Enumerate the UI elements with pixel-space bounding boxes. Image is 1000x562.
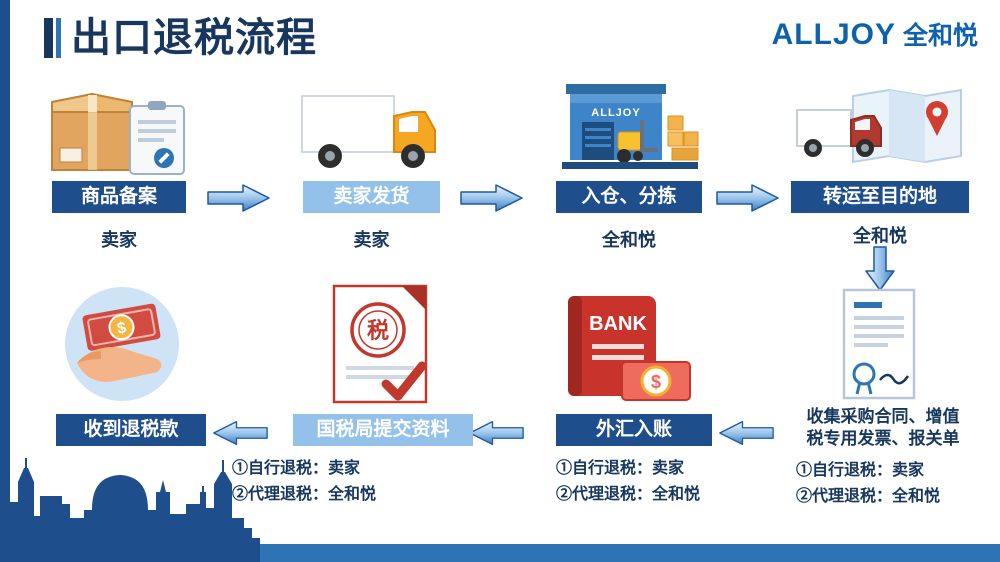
step-actor-transport: 全和悦 [853,226,907,246]
package-clipboard-icon [51,92,185,175]
purchase-documents-icon [842,288,916,400]
note-self-refund: ①自行退税：卖家 [232,460,361,477]
logo-text-cn: 全和悦 [902,22,978,50]
step-label-refund: 收到退税款 [56,414,206,446]
collect-docs-line1: 收集采购合同、增值 [806,407,960,426]
flow-arrow-right-icon [716,184,779,212]
step-actor-warehouse: 全和悦 [602,230,656,250]
bank-passbook-icon: BANK $ [568,296,691,401]
alljoy-logo: ALLJOY 全和悦 [772,16,978,52]
dollar-symbol: $ [116,320,128,338]
flow-arrow-right-icon [460,184,523,212]
dollar-symbol: $ [651,372,661,392]
bank-text: BANK [589,313,647,335]
note-agent-refund: ②代理退税：全和悦 [796,488,941,505]
step-label-tax-bureau: 国税局提交资料 [293,414,473,446]
title-accent-bars-icon [44,18,61,58]
flow-arrow-right-icon [207,184,270,212]
step-notes-tax-bureau: ①自行退税：卖家 ②代理退税：全和悦 [232,456,376,508]
delivery-truck-icon [301,95,436,168]
logo-text-en: ALLJOY [771,18,896,51]
flow-arrow-left-icon [719,420,774,446]
city-skyline-icon [0,458,260,562]
note-agent-refund: ②代理退税：全和悦 [232,486,377,503]
flow-arrow-down-icon [865,246,895,291]
note-self-refund: ①自行退税：卖家 [796,462,925,479]
left-edge-bar [0,0,10,562]
step-actor-shipping: 卖家 [353,230,390,250]
step-notes-collect-docs: ①自行退税：卖家 ②代理退税：全和悦 [796,458,940,510]
step-label-shipping: 卖家发货 [303,181,440,213]
warehouse-sign-text: ALLJOY [591,107,640,119]
page-title: 出口退税流程 [71,16,317,60]
tax-document-icon: 税 [332,284,428,404]
step-label-warehouse: 入仓、分拣 [556,181,702,213]
step-actor-registration: 卖家 [101,230,137,250]
step-label-collect-docs: 收集采购合同、增值 税专用发票、报关单 [786,406,980,450]
step-label-forex: 外汇入账 [556,414,712,446]
flow-arrow-left-icon [469,420,524,446]
note-agent-refund: ②代理退税：全和悦 [556,486,701,503]
flow-arrow-left-icon [213,420,268,446]
warehouse-forklift-icon: ALLJOY [562,84,699,169]
transport-map-pin-icon [796,88,962,164]
hand-receiving-money-icon: $ [65,287,179,401]
step-label-transport: 转运至目的地 [791,181,969,213]
step-label-registration: 商品备案 [52,181,186,213]
tax-seal-text: 税 [367,318,389,343]
step-notes-forex: ①自行退税：卖家 ②代理退税：全和悦 [556,456,700,508]
header: 出口退税流程 [44,16,317,60]
note-self-refund: ①自行退税：卖家 [556,460,685,477]
collect-docs-line2: 税专用发票、报关单 [806,429,960,448]
